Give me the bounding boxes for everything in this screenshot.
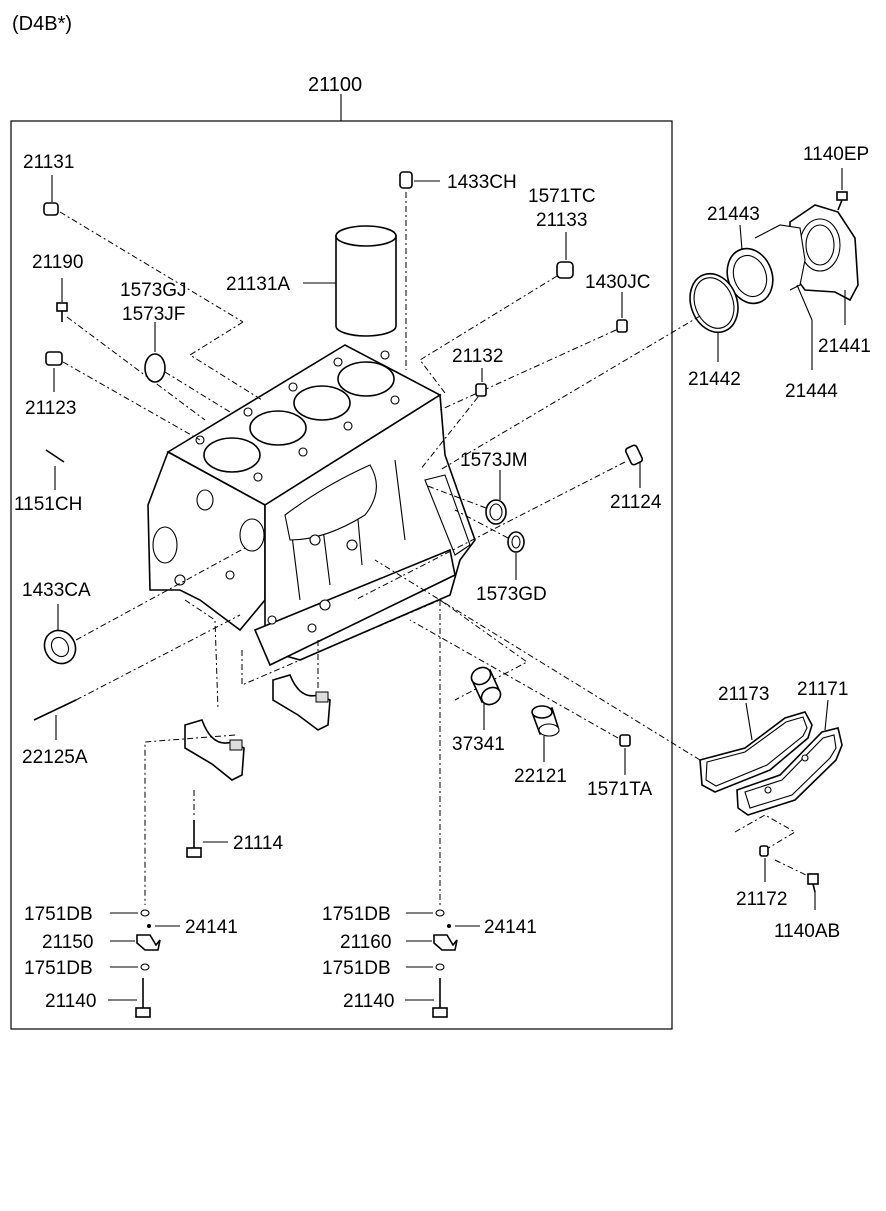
label-1430JC[interactable]: 1430JC <box>585 272 651 293</box>
label-1573JM[interactable]: 1573JM <box>460 450 528 471</box>
label-21131[interactable]: 21131 <box>23 152 74 173</box>
gasket-21173[interactable] <box>374 559 813 793</box>
label-22121[interactable]: 22121 <box>514 766 567 787</box>
label-21123[interactable]: 21123 <box>25 398 76 419</box>
variant-label: (D4B*) <box>12 13 72 35</box>
bearing-cap-front[interactable] <box>184 599 245 781</box>
label-21140-b[interactable]: 21140 <box>343 991 394 1012</box>
plug-1571TA[interactable] <box>409 619 631 775</box>
label-21133[interactable]: 21133 <box>536 210 587 231</box>
label-24141-a[interactable]: 24141 <box>185 917 238 938</box>
dowel-1430JC[interactable] <box>439 292 628 411</box>
cylinder-liner-21131A[interactable] <box>303 225 397 337</box>
label-21132[interactable]: 21132 <box>452 346 503 367</box>
sleeve-21124[interactable] <box>354 444 644 601</box>
label-1433CA[interactable]: 1433CA <box>22 580 91 601</box>
label-1751DB-a[interactable]: 1751DB <box>24 904 93 925</box>
label-21441[interactable]: 21441 <box>818 336 871 357</box>
label-1573GD[interactable]: 1573GD <box>476 584 547 605</box>
label-21171[interactable]: 21171 <box>797 679 848 700</box>
plug-21133[interactable] <box>419 232 574 394</box>
label-21172[interactable]: 21172 <box>736 889 787 910</box>
label-21140-a[interactable]: 21140 <box>45 991 96 1012</box>
rear-seal-case-21441[interactable] <box>789 204 859 325</box>
oring-1751DB-c[interactable] <box>406 909 445 917</box>
plug-1573JM[interactable] <box>424 470 507 525</box>
seal-ring-21442[interactable] <box>439 267 746 471</box>
label-21124[interactable]: 21124 <box>610 492 662 513</box>
plug-21172[interactable] <box>759 845 769 882</box>
label-21443[interactable]: 21443 <box>707 204 760 225</box>
bolt-21190[interactable] <box>56 278 206 421</box>
plug-21123[interactable] <box>45 351 201 441</box>
label-1573JF[interactable]: 1573JF <box>122 304 185 325</box>
stud-1151CH[interactable] <box>45 449 65 490</box>
assembly-label[interactable]: 21100 <box>308 74 362 96</box>
stud-22125A[interactable] <box>33 614 241 740</box>
label-21444[interactable]: 21444 <box>785 381 838 402</box>
plug-21132[interactable] <box>419 368 487 471</box>
bolt-21140-a[interactable] <box>108 978 151 1018</box>
label-1751DB-c[interactable]: 1751DB <box>322 904 391 925</box>
oil-jet-21160[interactable] <box>406 934 458 951</box>
plug-1573GD[interactable] <box>454 509 525 580</box>
label-1751DB-b[interactable]: 1751DB <box>24 958 93 979</box>
label-1140AB[interactable]: 1140AB <box>774 921 840 942</box>
label-1573GJ[interactable]: 1573GJ <box>120 280 187 301</box>
label-21173[interactable]: 21173 <box>718 684 769 705</box>
gasket-21444[interactable] <box>754 224 813 370</box>
pin-24141-a[interactable] <box>147 924 180 928</box>
oring-1751DB-d[interactable] <box>406 963 445 971</box>
label-1751DB-d[interactable]: 1751DB <box>322 958 391 979</box>
bushing-22121[interactable] <box>531 705 560 762</box>
label-37341[interactable]: 37341 <box>452 734 505 755</box>
label-22125A[interactable]: 22125A <box>22 747 88 768</box>
label-24141-b[interactable]: 24141 <box>484 917 537 938</box>
plug-21131[interactable] <box>43 175 263 401</box>
label-1571TA[interactable]: 1571TA <box>587 779 652 800</box>
label-21442[interactable]: 21442 <box>688 369 741 390</box>
label-21190[interactable]: 21190 <box>32 252 83 273</box>
bolt-1140AB[interactable] <box>774 859 819 910</box>
oring-1751DB-b[interactable] <box>110 963 150 971</box>
oil-seal-1433CA[interactable] <box>39 547 246 669</box>
side-cover-21171[interactable] <box>736 699 843 816</box>
label-1151CH[interactable]: 1151CH <box>14 494 82 515</box>
bushing-37341[interactable] <box>468 664 503 730</box>
pin-1433CH[interactable] <box>399 171 440 370</box>
bolt-1140EP[interactable] <box>836 168 848 211</box>
label-21150[interactable]: 21150 <box>42 932 93 953</box>
plug-1573GJ[interactable] <box>144 322 231 413</box>
label-21160[interactable]: 21160 <box>340 932 391 953</box>
bearing-cap-center[interactable] <box>272 640 331 731</box>
oil-jet-21150[interactable] <box>110 934 161 951</box>
oring-1751DB-a[interactable] <box>110 909 150 917</box>
bolt-21140-b[interactable] <box>405 978 448 1018</box>
label-21131A[interactable]: 21131A <box>226 274 290 295</box>
label-21114[interactable]: 21114 <box>233 833 283 854</box>
label-1571TC[interactable]: 1571TC <box>528 186 596 207</box>
label-1433CH[interactable]: 1433CH <box>447 172 517 193</box>
bolt-21114[interactable] <box>186 790 228 858</box>
pin-24141-b[interactable] <box>447 924 480 928</box>
cylinder-block[interactable] <box>147 344 476 667</box>
label-1140EP[interactable]: 1140EP <box>803 144 869 165</box>
